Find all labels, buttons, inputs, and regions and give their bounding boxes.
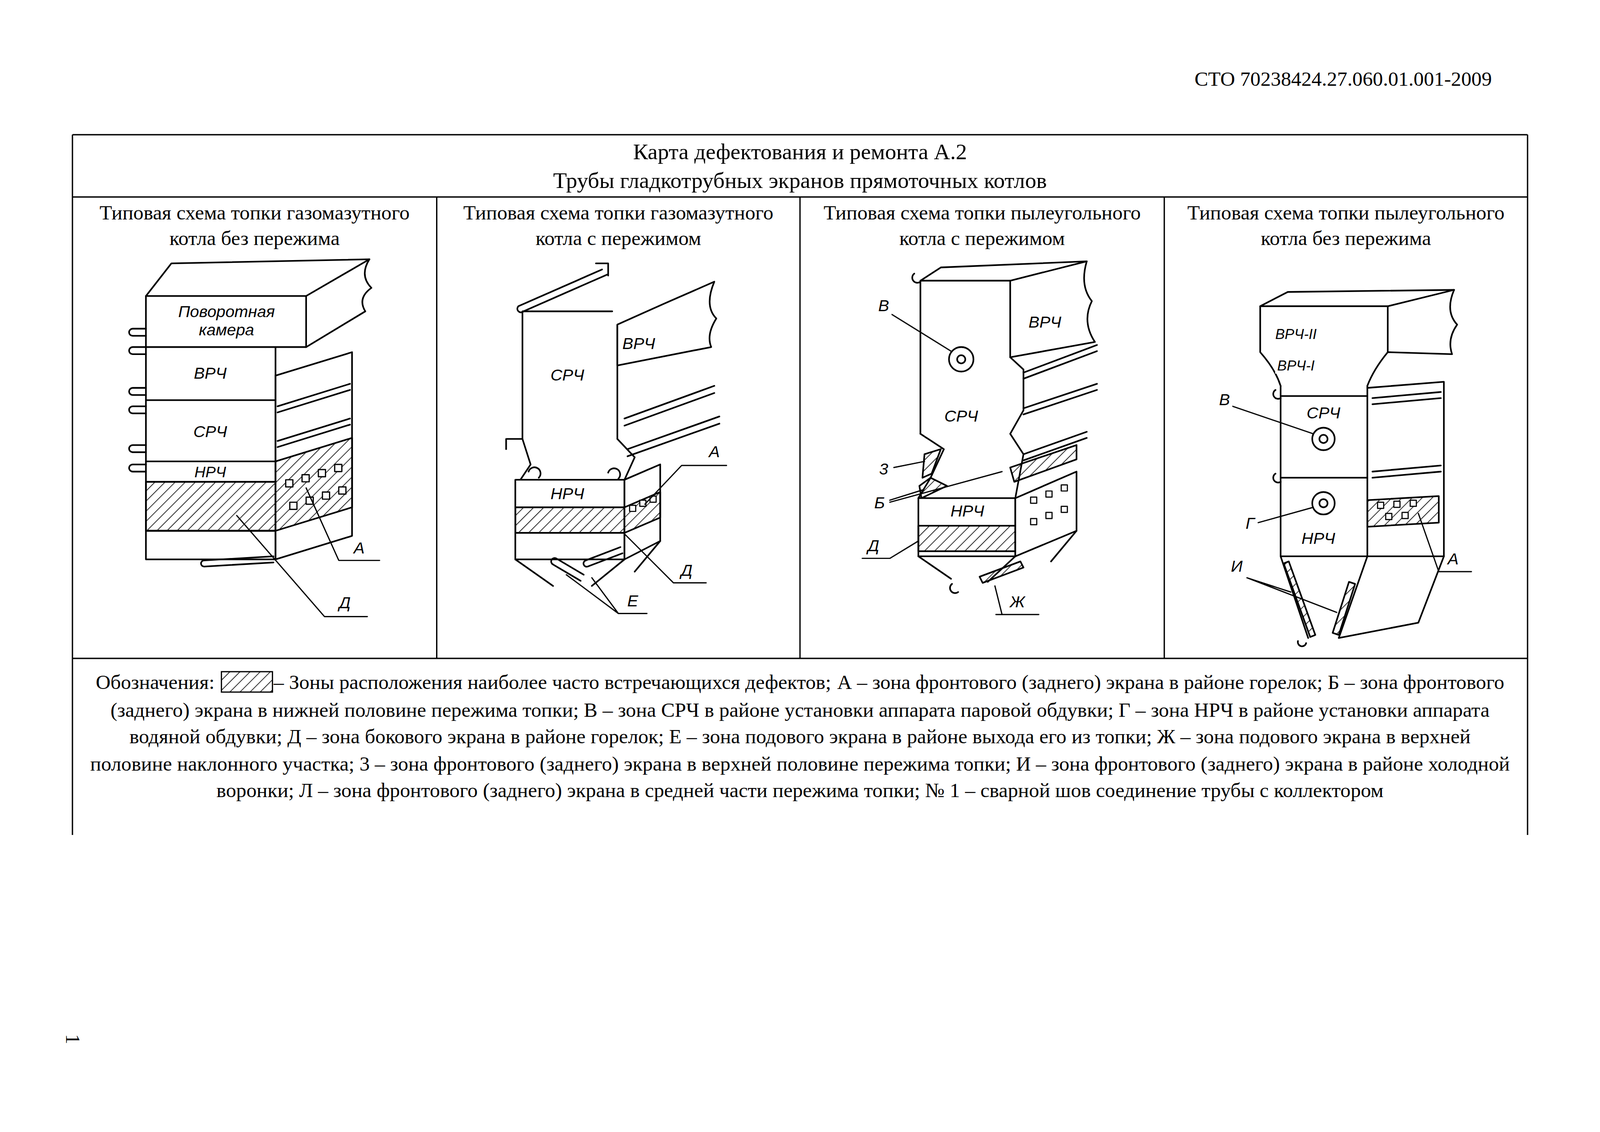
- column-cell: Типовая схема топки газомазутного котла …: [72, 197, 437, 659]
- document-code: СТО 70238424.27.060.01.001-2009: [1194, 68, 1492, 89]
- section-name: Поворотная камера: [166, 301, 288, 342]
- zone-letter: В: [876, 296, 892, 316]
- zone-letter: Е: [625, 592, 641, 611]
- zone-letter: А: [351, 538, 367, 557]
- column-cell: Типовая схема топки пылеугольного котла …: [1164, 197, 1528, 659]
- section-name: СРЧ: [548, 366, 587, 385]
- notation-cell: Обозначения: – Зоны расположения наиболее…: [72, 658, 1528, 835]
- zone-letter: Д: [337, 593, 353, 613]
- column-cell: Типовая схема топки пылеугольного котла …: [800, 197, 1165, 659]
- zone-letter: 3: [877, 460, 891, 479]
- legend-item: – Зоны расположения наиболее часто встре…: [220, 670, 832, 693]
- legend-swatch: [220, 670, 274, 693]
- section-name: НРЧ: [948, 502, 987, 521]
- legend-text: – Зоны расположения наиболее часто встре…: [273, 670, 832, 693]
- section-name: ВРЧ-I: [1275, 357, 1317, 374]
- notation-paragraph: Обозначения: – Зоны расположения наиболее…: [86, 668, 1514, 804]
- section-name: ВРЧ: [620, 334, 658, 354]
- zone-letter: А: [706, 442, 723, 462]
- section-name: ВРЧ: [191, 364, 229, 383]
- table-grid: [72, 134, 1528, 835]
- furnace-sketch: [862, 261, 1097, 615]
- title-text: Трубы гладкотрубных экранов прямоточных …: [84, 166, 1516, 196]
- zone-letter: И: [1228, 557, 1245, 576]
- notation-text: Обозначения:: [95, 670, 215, 693]
- column-heading: Типовая схема топки пылеугольного котла …: [1184, 200, 1507, 252]
- column-heading: Типовая схема топки пылеугольного котла …: [810, 200, 1154, 252]
- title-cell: Карта дефектования и ремонта А.2Трубы гл…: [72, 134, 1528, 197]
- section-name: СРЧ: [191, 422, 229, 441]
- title-text: Карта дефектования и ремонта А.2: [84, 137, 1516, 167]
- section-name: ВРЧ-II: [1272, 325, 1319, 343]
- column-heading: Типовая схема топки газомазутного котла …: [446, 200, 790, 252]
- zone-letter: А: [1445, 550, 1461, 569]
- page-number: 1: [63, 1033, 84, 1044]
- section-name: ВРЧ: [1026, 313, 1064, 332]
- zone-letter: Д: [865, 536, 882, 556]
- section-name: НРЧ: [1299, 529, 1338, 548]
- section-name: НРЧ: [548, 484, 587, 504]
- section-name: СРЧ: [942, 407, 981, 426]
- column-heading: Типовая схема топки газомазутного котла …: [82, 200, 427, 252]
- section-name: НРЧ: [192, 462, 229, 481]
- zone-letter: Г: [1243, 514, 1257, 533]
- furnace-sketch: [129, 259, 380, 617]
- zone-letter: Б: [872, 493, 887, 513]
- zone-letter: Ж: [1007, 592, 1028, 612]
- section-name: СРЧ: [1304, 404, 1343, 423]
- column-cell: Типовая схема топки газомазутного котла …: [436, 197, 800, 659]
- furnace-sketch: [1232, 289, 1472, 646]
- zone-letter: В: [1216, 390, 1232, 410]
- zone-letter: Д: [679, 561, 695, 580]
- furnace-sketch: [506, 263, 727, 613]
